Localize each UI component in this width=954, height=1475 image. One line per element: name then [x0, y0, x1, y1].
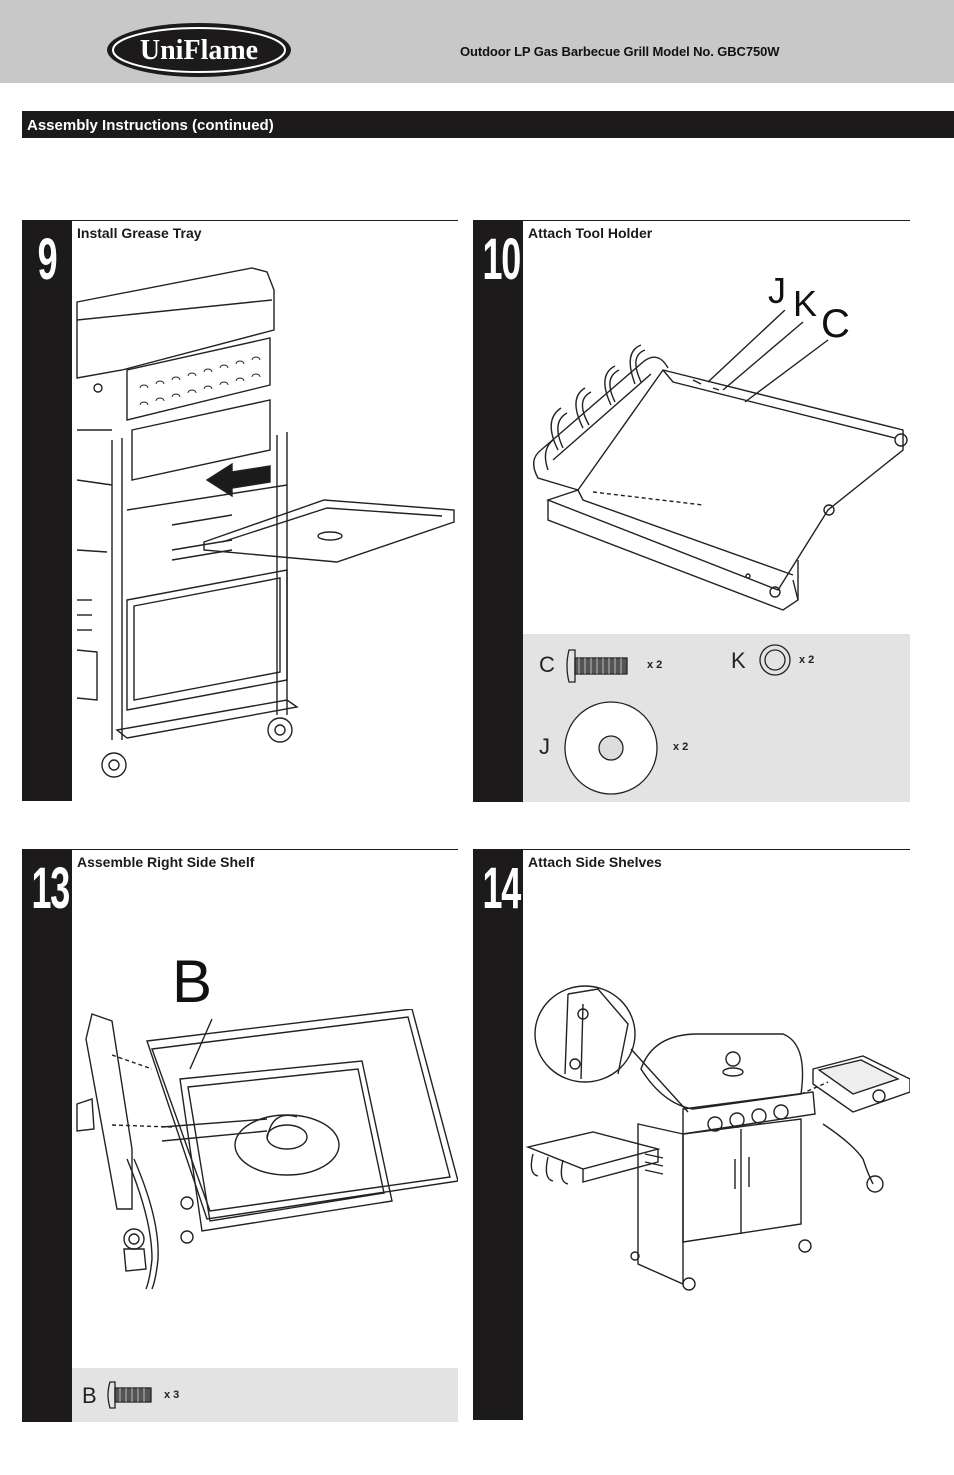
- step-number: 13: [31, 856, 71, 921]
- step-number-tab: 10: [473, 220, 523, 802]
- uniflame-logo: UniFlame: [107, 23, 291, 77]
- step-title: Assemble Right Side Shelf: [77, 854, 255, 870]
- step-9-panel: 9 Install Grease Tray: [22, 220, 458, 801]
- step-number: 14: [482, 856, 522, 921]
- panel-rule: [72, 220, 458, 221]
- screw-b-icon: [107, 1381, 152, 1409]
- step-13-panel: 13 Assemble Right Side Shelf B B: [22, 849, 458, 1422]
- right-side-shelf-illustration: [76, 1009, 458, 1290]
- part-letter-k: K: [731, 648, 746, 673]
- part-letter-c: C: [539, 652, 555, 677]
- step-title: Attach Tool Holder: [528, 225, 653, 241]
- panel-rule: [523, 220, 910, 221]
- brand-text: UniFlame: [140, 35, 258, 66]
- step-number-tab: 9: [22, 220, 72, 801]
- washer-k-icon: [759, 644, 791, 676]
- step-title: Install Grease Tray: [77, 225, 202, 241]
- part-qty-c: x 2: [647, 659, 663, 671]
- callout-k: K: [793, 283, 818, 324]
- grease-tray-illustration: [76, 267, 455, 778]
- washer-j-icon: [564, 701, 658, 795]
- section-bar: Assembly Instructions (continued): [22, 111, 954, 138]
- step-number: 9: [37, 227, 58, 292]
- callout-c: C: [821, 302, 850, 346]
- section-title: Assembly Instructions (continued): [27, 117, 274, 134]
- step-number-tab: 14: [473, 849, 523, 1420]
- step-10-panel: 10 Attach Tool Holder J K C C: [473, 220, 910, 802]
- parts-box: C x 2 K x 2 J x 2: [523, 634, 910, 802]
- step-title: Attach Side Shelves: [528, 854, 662, 870]
- part-letter-j: J: [539, 734, 550, 759]
- callout-j: J: [768, 270, 786, 311]
- parts-box: B x 3: [72, 1368, 458, 1422]
- panel-rule: [72, 849, 458, 850]
- part-qty-b: x 3: [164, 1389, 180, 1401]
- part-qty-j: x 2: [673, 741, 689, 753]
- step-14-panel: 14 Attach Side Shelves: [473, 849, 910, 1420]
- page-header: UniFlame Outdoor LP Gas Barbecue Grill M…: [0, 0, 954, 83]
- callout-b: B: [172, 948, 213, 1015]
- part-letter-b: B: [82, 1383, 97, 1408]
- document-title: Outdoor LP Gas Barbecue Grill Model No. …: [460, 44, 780, 59]
- step-number: 10: [482, 227, 522, 292]
- part-qty-k: x 2: [799, 654, 815, 666]
- side-shelves-illustration: [525, 985, 910, 1291]
- screw-c-icon: [566, 649, 628, 683]
- tool-holder-illustration: [533, 310, 908, 611]
- panel-rule: [523, 849, 910, 850]
- step-number-tab: 13: [22, 849, 72, 1422]
